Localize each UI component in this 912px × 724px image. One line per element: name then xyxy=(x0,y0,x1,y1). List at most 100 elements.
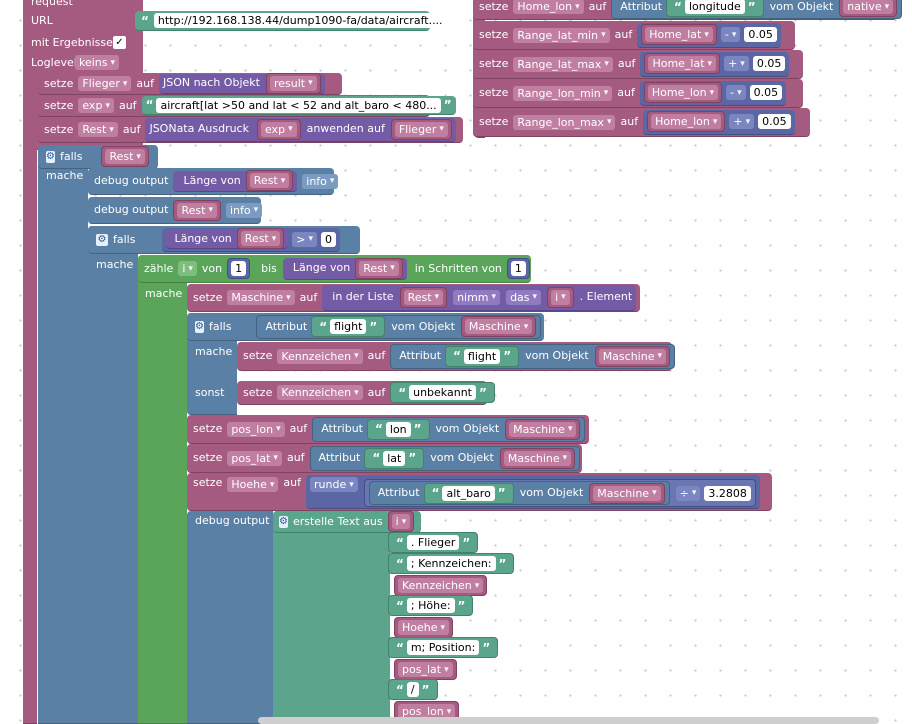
lon-value[interactable]: lon xyxy=(385,421,411,437)
home-lon-var-dropdown[interactable]: Home_lon xyxy=(513,0,584,14)
text-item-2[interactable]: “; Kennzeichen:” xyxy=(388,553,515,574)
runde-block[interactable]: runde Attribut “alt_baro” vom Objekt Mas… xyxy=(306,475,760,509)
arith-block[interactable]: Home_lon + 0.05 xyxy=(643,109,795,135)
i-index[interactable]: i xyxy=(547,286,574,308)
i-index-dropdown[interactable]: i xyxy=(551,289,570,305)
exp-arg[interactable]: exp xyxy=(256,118,301,140)
set-maschine-block[interactable]: setze Maschine auf in der Liste Rest nim… xyxy=(187,284,640,312)
set-exp-block[interactable]: setze exp auf “ aircraft[lat >50 and lat… xyxy=(38,95,456,117)
slash-text[interactable]: / xyxy=(406,682,419,697)
maschine-var-dropdown[interactable]: Maschine xyxy=(227,290,295,305)
level-dropdown[interactable]: info xyxy=(302,173,339,189)
plus-operator-dropdown[interactable]: + xyxy=(729,114,755,129)
from-number[interactable]: 1 xyxy=(227,258,251,279)
zaehle-header[interactable]: zähle i von 1 bis Länge von Rest in Schr… xyxy=(138,255,531,283)
i-var-dropdown[interactable]: i xyxy=(178,261,197,276)
set-home-lon-block[interactable]: setze Home_lon auf Attribut “longitude” … xyxy=(473,0,903,20)
unbekannt-string[interactable]: “unbekannt” xyxy=(390,382,495,403)
text-join-block[interactable] xyxy=(273,511,388,724)
attribut-block[interactable]: Attribut “longitude” vom Objekt native xyxy=(611,0,903,19)
gear-icon[interactable]: ⚙ xyxy=(279,515,288,528)
rest-cond-dropdown[interactable]: Rest xyxy=(105,149,145,164)
home-lon-dropdown[interactable]: Home_lon xyxy=(647,85,719,100)
debug2-block[interactable]: debug output Rest info xyxy=(88,197,263,224)
minus-operator-dropdown[interactable]: - xyxy=(720,27,741,42)
runde-dropdown[interactable]: runde xyxy=(310,477,358,492)
exp-string[interactable]: “ aircraft[lat >50 and lat < 52 and alt_… xyxy=(141,96,456,115)
offset-number[interactable]: 0.05 xyxy=(752,56,786,71)
i-dropdown[interactable]: i xyxy=(391,514,411,529)
flieger-text[interactable]: . Flieger xyxy=(406,535,460,550)
result-var[interactable]: result xyxy=(265,72,321,94)
das-dropdown[interactable]: das xyxy=(506,289,542,305)
alt-baro-value[interactable]: alt_baro xyxy=(442,485,495,501)
falls2-block[interactable] xyxy=(88,226,138,724)
set-rest-block[interactable]: setze Rest auf JSONata Ausdruck exp anwe… xyxy=(38,117,463,143)
url-value[interactable]: http://192.168.138.44/dump1090-fa/data/a… xyxy=(153,13,447,28)
step-number[interactable]: 1 xyxy=(506,258,530,279)
text-item-4[interactable]: “; Höhe:” xyxy=(388,595,474,616)
falls1-block[interactable] xyxy=(38,145,88,724)
rest-arg[interactable]: Rest xyxy=(245,170,294,191)
maschine-obj[interactable]: Maschine xyxy=(589,482,665,504)
rest-arg[interactable]: Rest xyxy=(236,228,285,249)
offset-number[interactable]: 0.05 xyxy=(758,114,791,129)
unbekannt-value[interactable]: unbekannt xyxy=(409,385,476,400)
flight-value[interactable]: flight xyxy=(330,319,367,334)
divisor-number[interactable]: 3.2808 xyxy=(704,485,751,501)
maschine-obj-dropdown[interactable]: Maschine xyxy=(509,421,577,437)
attribut-block[interactable]: Attribut “flight” vom Objekt Maschine xyxy=(256,314,542,339)
home-lat-dropdown[interactable]: Home_lat xyxy=(648,56,717,71)
set-kennzeichen-block[interactable]: setze Kennzeichen auf Attribut “flight” … xyxy=(237,342,675,371)
url-string[interactable]: “ http://192.168.138.44/dump1090-fa/data… xyxy=(135,11,459,31)
rest-list-dropdown[interactable]: Rest xyxy=(403,289,444,305)
flight-value[interactable]: flight xyxy=(463,348,501,364)
exp-arg-dropdown[interactable]: exp xyxy=(260,121,297,137)
divide-operator-dropdown[interactable]: ÷ xyxy=(675,485,701,501)
plus-operator-dropdown[interactable]: + xyxy=(724,56,749,71)
horizontal-scrollbar[interactable] xyxy=(258,717,879,724)
flight-string[interactable]: “flight” xyxy=(445,345,520,367)
rest-arg-dropdown[interactable]: Rest xyxy=(240,231,281,246)
list-get-block[interactable]: in der Liste Rest nimm das i . Element xyxy=(322,284,637,311)
native-obj[interactable]: native xyxy=(839,0,898,17)
laenge-von-block[interactable]: Länge von Rest xyxy=(173,170,298,192)
rest-cond[interactable]: Rest xyxy=(101,146,149,167)
level-dropdown[interactable]: info xyxy=(225,202,263,218)
gear-icon[interactable]: ⚙ xyxy=(46,150,55,163)
compare-block[interactable]: Länge von Rest > 0 xyxy=(162,227,341,252)
rest-arg[interactable]: Rest xyxy=(355,257,403,279)
text-item-1[interactable]: “. Flieger” xyxy=(388,532,479,553)
range-lat-max-var-dropdown[interactable]: Range_lat_max xyxy=(513,56,613,72)
set-range-lat-min-block[interactable]: setze Range_lat_min auf Home_lat - 0.05 xyxy=(473,21,795,50)
home-lat-dropdown[interactable]: Home_lat xyxy=(645,27,713,42)
attribut-block[interactable]: Attribut “alt_baro” vom Objekt Maschine xyxy=(368,481,670,505)
zaehle-block[interactable] xyxy=(138,255,187,724)
text-item-7[interactable]: pos_lat xyxy=(394,659,457,680)
kennzeichen-text[interactable]: ; Kennzeichen: xyxy=(406,556,496,571)
set-pos-lon-block[interactable]: setze pos_lon auf Attribut “lon” vom Obj… xyxy=(187,415,589,444)
home-lat-var[interactable]: Home_lat xyxy=(641,24,717,45)
operator-dropdown[interactable]: > xyxy=(292,231,318,247)
nimm-dropdown[interactable]: nimm xyxy=(453,289,501,305)
longitude-value[interactable]: longitude xyxy=(684,0,745,14)
home-lon-var[interactable]: Home_lon xyxy=(647,111,726,132)
lat-string[interactable]: “lat” xyxy=(364,447,425,469)
exp-value[interactable]: aircraft[lat >50 and lat < 52 and alt_ba… xyxy=(156,97,441,113)
set-hoehe-block[interactable]: setze Hoehe auf runde Attribut “alt_baro… xyxy=(187,473,772,511)
attribut-block[interactable]: Attribut “flight” vom Objekt Maschine xyxy=(390,343,675,369)
set-range-lon-min-block[interactable]: setze Range_lon_min auf Home_lon - 0.05 xyxy=(473,79,803,108)
rest-arg[interactable]: Rest xyxy=(173,199,221,221)
result-dropdown[interactable]: result xyxy=(269,75,317,91)
hoehe-var-dropdown[interactable]: Hoehe xyxy=(398,620,450,635)
step-value[interactable]: 1 xyxy=(510,261,526,276)
falls1-header[interactable]: ⚙ falls Rest xyxy=(38,145,158,169)
kennzeichen-var-dropdown[interactable]: Kennzeichen xyxy=(398,578,484,593)
text-item-3[interactable]: Kennzeichen xyxy=(394,575,488,596)
pos-lat-var-dropdown[interactable]: pos_lat xyxy=(398,662,453,677)
arith-block[interactable]: Home_lon - 0.05 xyxy=(639,80,787,106)
home-lon-dropdown[interactable]: Home_lon xyxy=(651,114,722,129)
loglevel-dropdown[interactable]: keins xyxy=(75,55,120,70)
divide-block[interactable]: Attribut “alt_baro” vom Objekt Maschine … xyxy=(363,479,756,507)
lat-value[interactable]: lat xyxy=(383,450,406,466)
